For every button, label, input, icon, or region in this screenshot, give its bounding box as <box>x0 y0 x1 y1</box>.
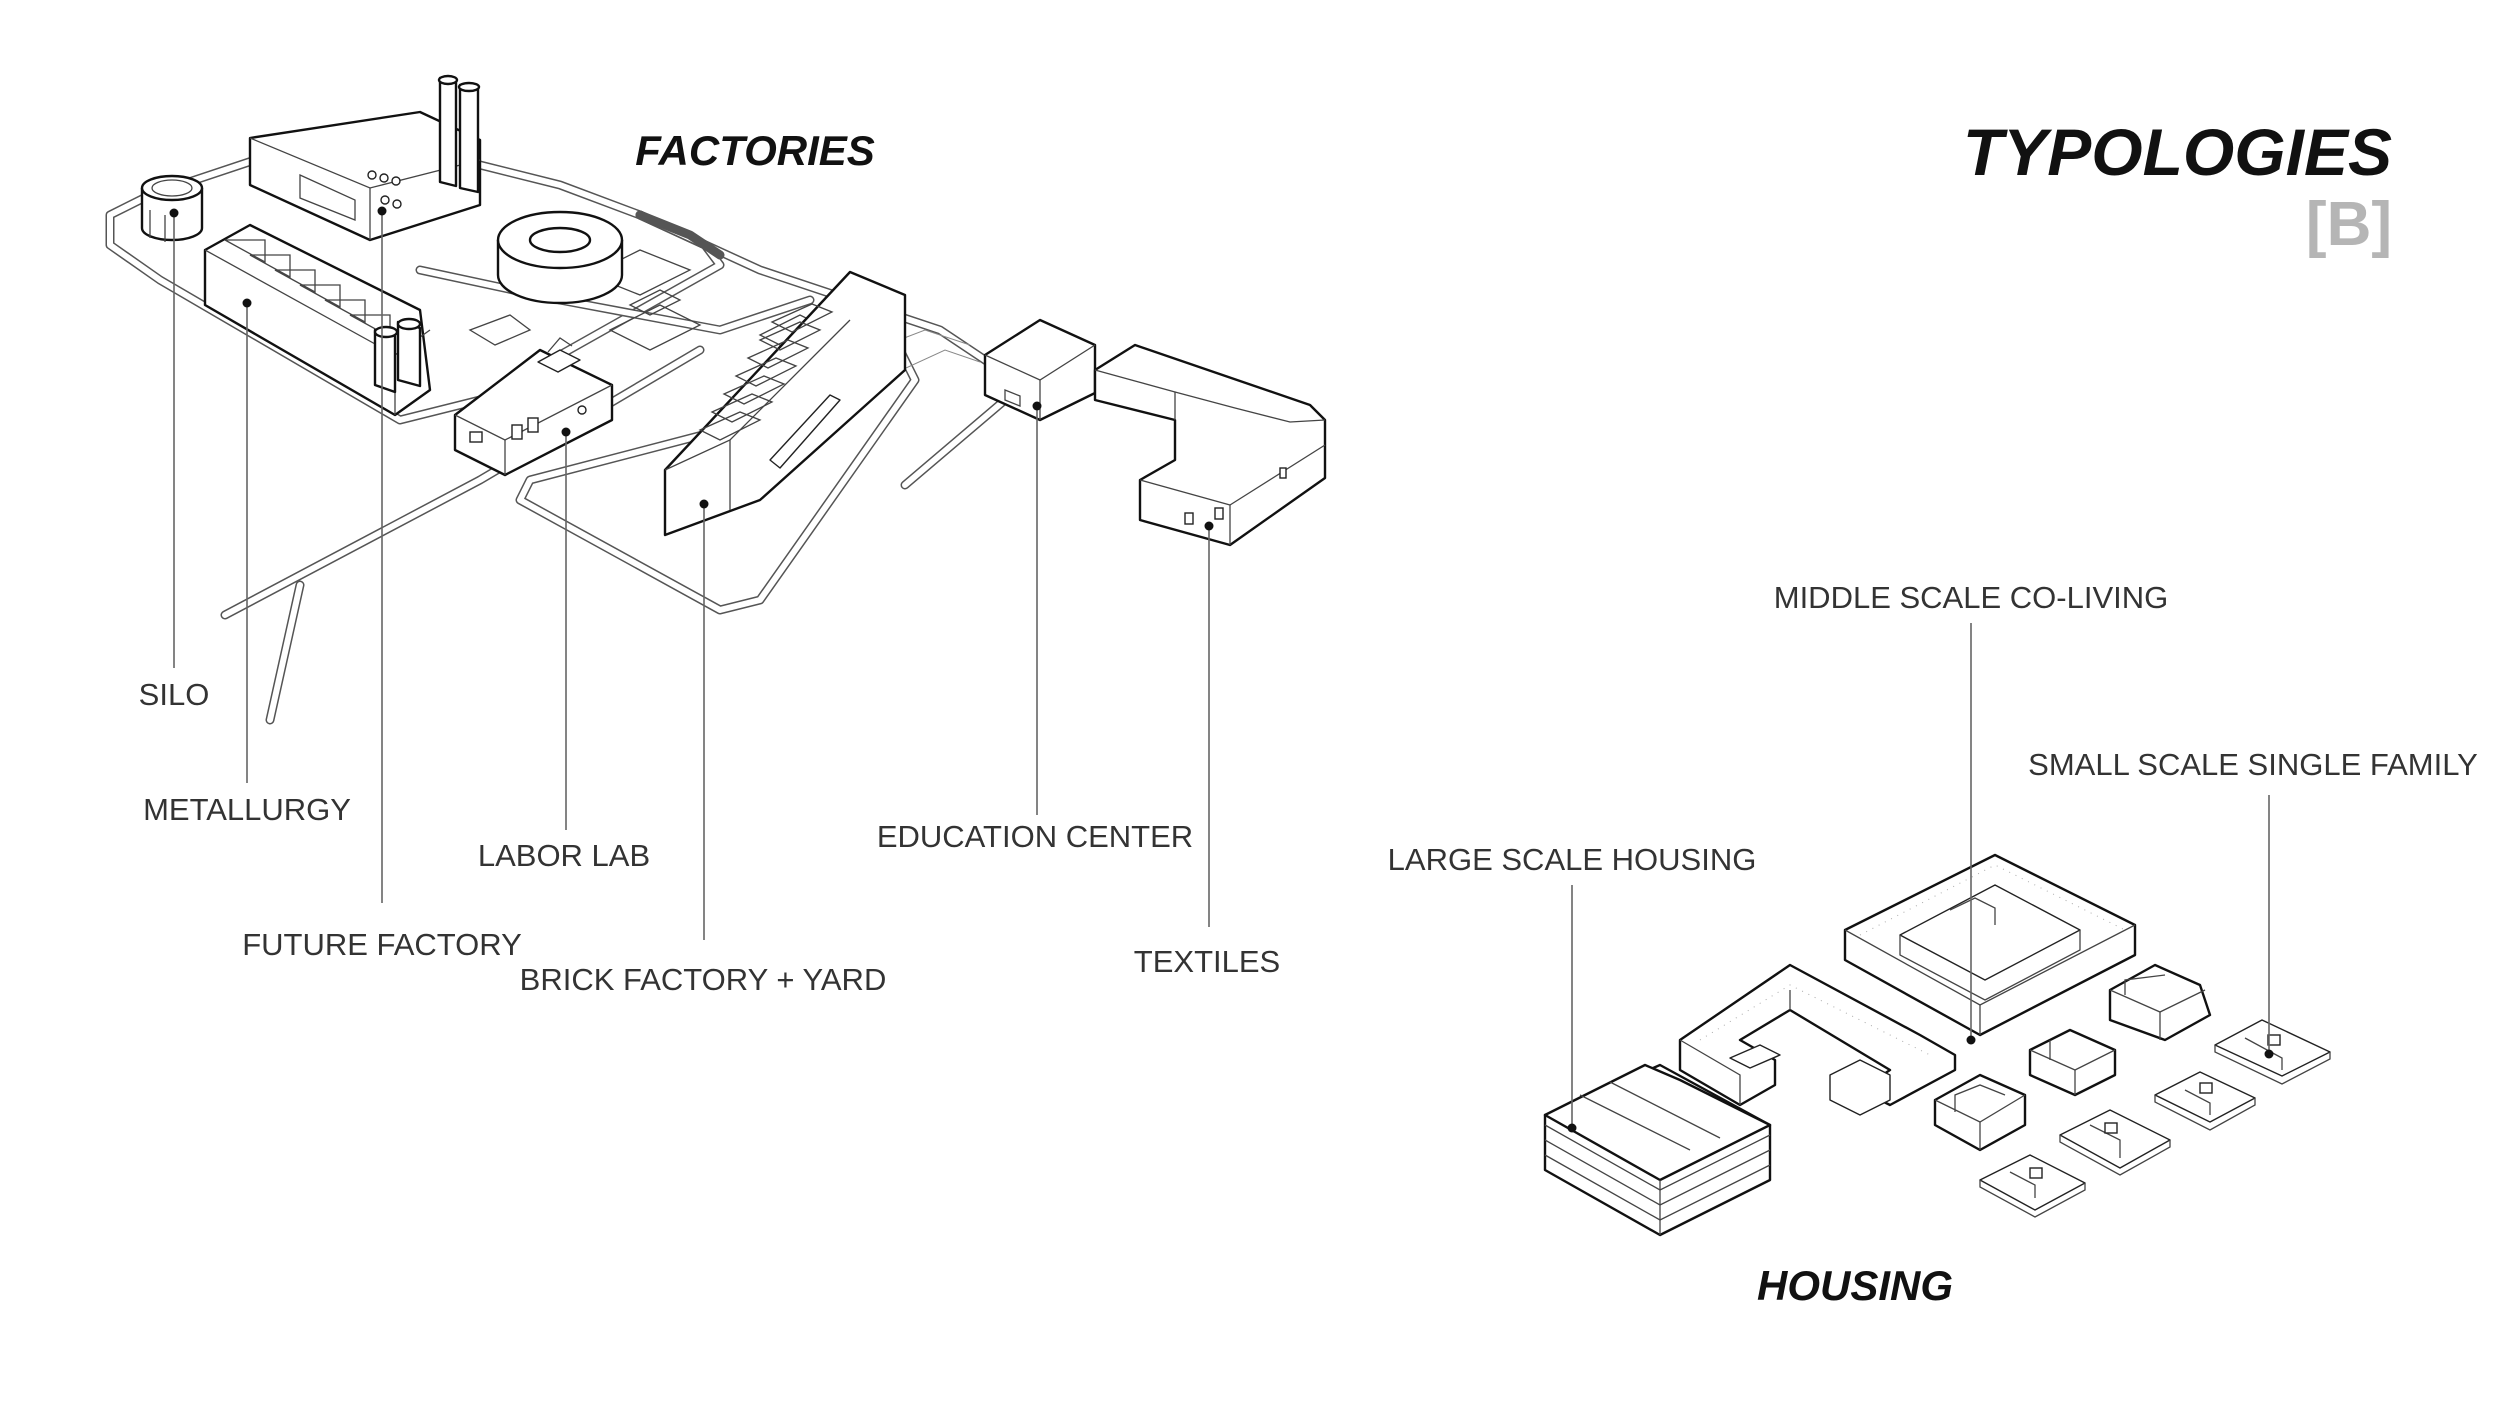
label-brick-factory: BRICK FACTORY + YARD <box>520 962 887 997</box>
factories-heading: FACTORIES <box>635 127 875 174</box>
label-metallurgy: METALLURGY <box>143 792 351 827</box>
label-textiles: TEXTILES <box>1134 944 1280 979</box>
textiles-building <box>1093 343 1327 547</box>
metallurgy-building <box>203 223 432 417</box>
housing-buildings <box>1543 853 2331 1237</box>
small-houses <box>1933 963 2331 1218</box>
label-large-scale: LARGE SCALE HOUSING <box>1388 842 1757 877</box>
label-labor-lab: LABOR LAB <box>478 838 650 873</box>
label-silo: SILO <box>139 677 210 712</box>
future-factory-building <box>248 74 482 242</box>
middle-c-block <box>1678 963 1957 1116</box>
factory-ground-paths <box>105 140 1095 725</box>
leader-lines <box>169 206 2274 1133</box>
page-subtitle: [B] <box>2306 190 2392 259</box>
housing-heading: HOUSING <box>1757 1262 1953 1309</box>
page-title: TYPOLOGIES <box>1963 115 2392 189</box>
label-middle-scale: MIDDLE SCALE CO-LIVING <box>1774 580 2168 615</box>
brick-factory-building <box>663 270 907 537</box>
label-future-factory: FUTURE FACTORY <box>242 927 522 962</box>
labor-lab-building <box>453 337 614 477</box>
silo-building <box>140 174 204 242</box>
headings: TYPOLOGIES [B] FACTORIES HOUSING <box>635 115 2392 1309</box>
label-small-scale: SMALL SCALE SINGLE FAMILY <box>2028 747 2478 782</box>
middle-scale-co-living-block <box>1843 853 2137 1037</box>
label-education-center: EDUCATION CENTER <box>877 819 1193 854</box>
factory-buildings <box>140 74 1327 547</box>
large-scale-housing-block <box>1543 1063 1772 1237</box>
torus-building <box>496 210 624 305</box>
labels: SILO METALLURGY FUTURE FACTORY LABOR LAB… <box>139 580 2478 997</box>
